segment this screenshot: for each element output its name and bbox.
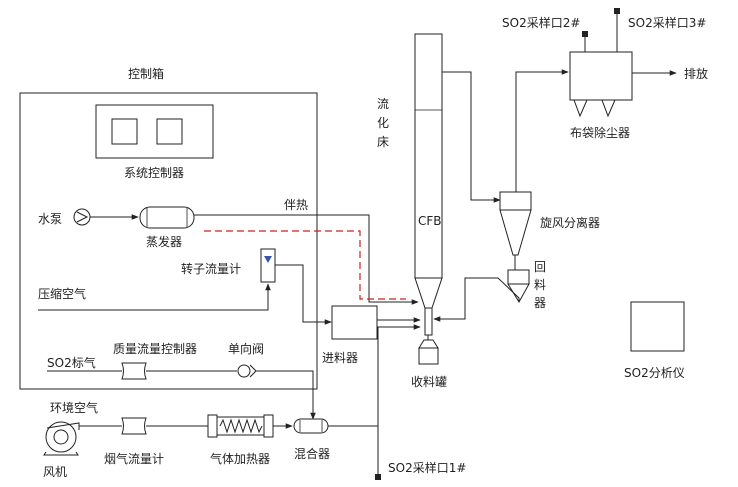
- sampling-port-2-marker: [582, 31, 588, 37]
- evaporator-icon: [139, 206, 195, 229]
- fluidized-bed-label-1: 流: [377, 97, 389, 111]
- bag-filter: [569, 51, 633, 118]
- control-box-label: 控制箱: [128, 66, 164, 81]
- return-to-reactor-line: [433, 277, 520, 322]
- mass-flow-controller-label: 质量流量控制器: [113, 342, 197, 356]
- cfb-reactor: [414, 33, 443, 365]
- sampling-port-2-label: SO2采样口2#: [502, 15, 580, 30]
- rotameter-to-feeder-line: [275, 264, 332, 325]
- sampling-port-1-label: SO2采样口1#: [388, 460, 466, 475]
- return-feeder-label-2: 料: [534, 278, 546, 292]
- flue-gas-flowmeter-icon: [121, 417, 147, 435]
- bag-filter-label: 布袋除尘器: [570, 125, 630, 140]
- compressed-air-line: [38, 283, 271, 311]
- cyclone-separator-label: 旋风分离器: [540, 215, 600, 230]
- mixer-icon: [293, 418, 329, 434]
- rotameter-label: 转子流量计: [181, 261, 241, 276]
- evaporator-label: 蒸发器: [146, 234, 182, 249]
- return-feeder-label-1: 回: [534, 260, 546, 274]
- water-pump-icon: [73, 208, 91, 226]
- mixer-label: 混合器: [294, 446, 330, 461]
- cyclone-separator: [499, 191, 532, 256]
- system-controller: [95, 104, 214, 159]
- gas-heater-label: 气体加热器: [210, 451, 270, 466]
- system-controller-label: 系统控制器: [124, 166, 184, 180]
- fan-icon: [43, 421, 80, 456]
- sampling-port-1-marker: [375, 474, 381, 480]
- compressed-air-label: 压缩空气: [38, 286, 86, 301]
- check-valve-label: 单向阀: [228, 341, 264, 356]
- heat-tracing-label: 伴热: [284, 198, 308, 212]
- so2-standard-gas-label: SO2标气: [47, 355, 96, 370]
- so2-gas-to-mixer-line: [256, 370, 316, 420]
- fan-label: 风机: [43, 465, 67, 479]
- gas-heater-icon: [207, 414, 274, 438]
- fluidized-bed-label-2: 化: [377, 116, 389, 130]
- ambient-air-label: 环境空气: [50, 400, 98, 415]
- feeder-box: [331, 305, 378, 340]
- flue-gas-flowmeter-label: 烟气流量计: [104, 451, 164, 466]
- fluidized-bed-label-3: 床: [377, 135, 389, 149]
- reactor-to-cyclone-line: [442, 71, 501, 203]
- exhaust-label: 排放: [684, 66, 708, 81]
- sampling-port-3-label: SO2采样口3#: [628, 15, 706, 30]
- heat-tracing-line: [204, 230, 406, 300]
- collection-tank-label: 收料罐: [411, 375, 447, 389]
- cfb-label: CFB: [418, 214, 442, 228]
- sampling-port-3-marker: [614, 8, 620, 14]
- cyclone-to-bag-filter-line: [515, 69, 569, 192]
- so2-analyzer-box: [630, 301, 685, 352]
- rotameter-icon: [260, 248, 276, 283]
- so2-analyzer-label: SO2分析仪: [624, 366, 685, 380]
- water-pump-label: 水泵: [38, 212, 62, 226]
- return-feeder-label-3: 器: [534, 296, 546, 310]
- mixer-to-reactor-line: [328, 324, 421, 427]
- steam-line: [194, 214, 419, 305]
- feeder-label: 进料器: [322, 351, 358, 365]
- mass-flow-controller-icon: [121, 362, 147, 380]
